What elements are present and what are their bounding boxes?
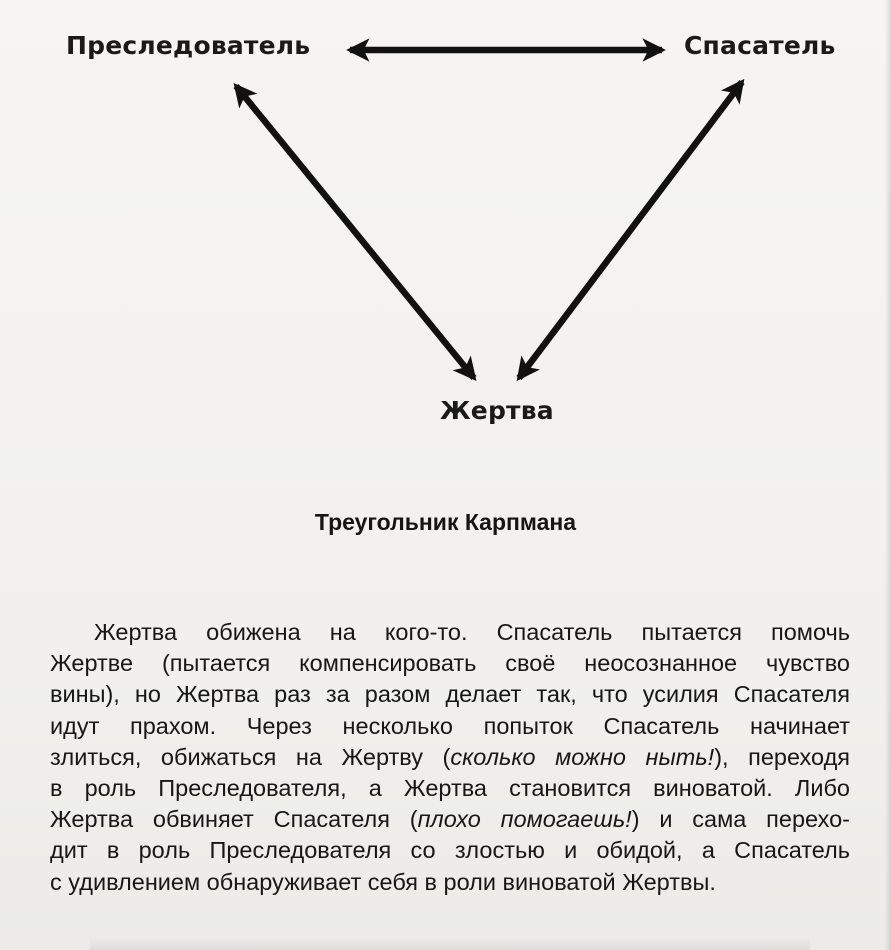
paragraph-line: с удивлением обнаруживает себя в роли ви… [50,867,850,898]
persecutor-label: Преследователь [66,31,311,60]
paragraph-line: идут прахом. Через несколько попыток Спа… [50,711,850,742]
rescuer-label: Спасатель [684,31,836,60]
victim-label: Жертва [440,396,554,425]
text-run: Жертве (пытается компенсировать своё нео… [50,650,850,677]
arrow-rescuer-victim [516,78,745,382]
paragraph-line: Жертве (пытается компенсировать своё нео… [50,648,850,679]
text-run: дит в роль Преследователя со злостью и о… [50,837,850,864]
paragraph-line: Жертва обижена на кого-то. Спасатель пыт… [50,617,850,648]
paragraph-line: в роль Преследователя, а Жертва становит… [50,773,850,804]
paragraph-line: вины), но Жертва раз за разом делает так… [50,679,850,710]
text-run: Жертва обвиняет Спасателя ( [50,806,418,833]
text-run: вины), но Жертва раз за разом делает так… [50,681,850,708]
text-run: идут прахом. Через несколько попыток Спа… [50,712,850,739]
page-bottom-shadow [90,936,810,950]
italic-phrase: плохо помогаешь! [417,806,632,833]
text-run: с удивлением обнаруживает себя в роли ви… [50,868,716,895]
text-run: ) и сама перехо- [631,806,850,833]
text-run: злиться, обижаться на Жертву ( [50,743,451,770]
text-run: в роль Преследователя, а Жертва становит… [50,775,850,802]
paragraph-line: Жертва обвиняет Спасателя (плохо помогае… [50,804,850,835]
text-run: Жертва обижена на кого-то. Спасатель пыт… [94,619,850,645]
page-edge-shadow [885,0,891,950]
figure-caption: Треугольник Карпмана [314,509,577,535]
text-run: ), переходя [714,743,851,770]
body-paragraph: Жертва обижена на кого-то. Спасатель пыт… [50,617,850,898]
paragraph-line: злиться, обижаться на Жертву (сколько мо… [50,742,850,773]
arrow-persecutor-victim [233,82,477,382]
italic-phrase: сколько можно ныть! [450,743,715,770]
paragraph-line: дит в роль Преследователя со злостью и о… [50,835,850,866]
